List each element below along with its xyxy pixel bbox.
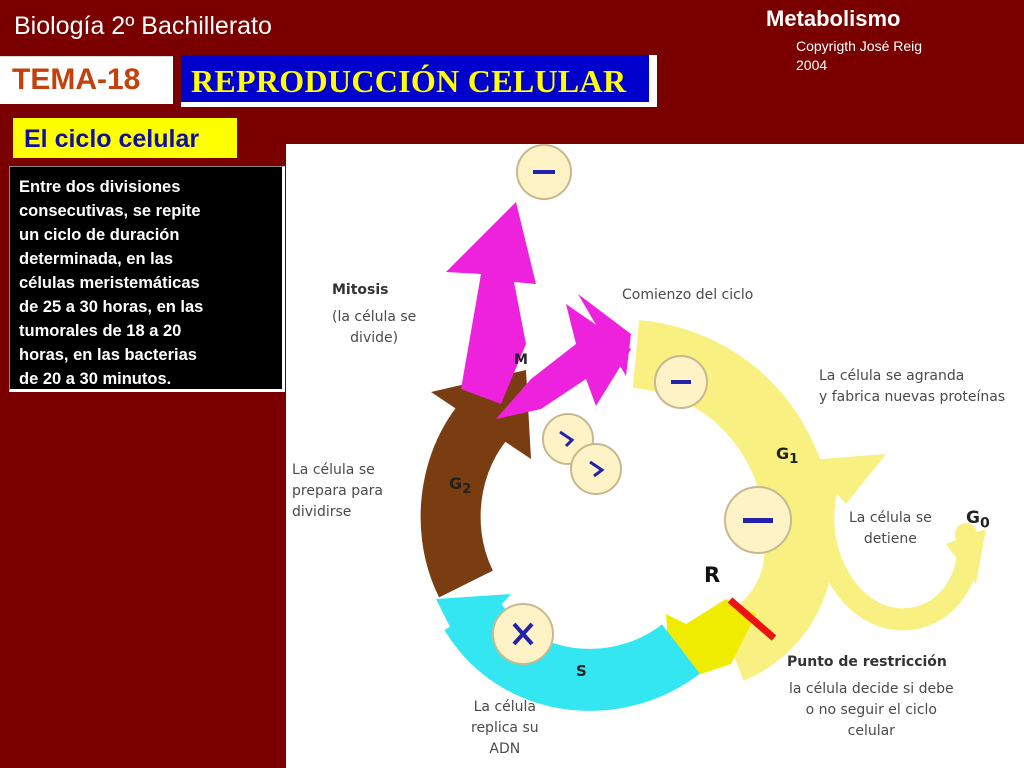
mitosis-arrow-up bbox=[446, 202, 536, 404]
phase-g0-subscript: 0 bbox=[979, 515, 990, 532]
cell-cycle-diagram: M G1 G2 S G0 R Mitosis (la célula se div… bbox=[286, 144, 1024, 768]
phase-g1-letter: G bbox=[776, 444, 790, 463]
mitosis-description: (la célula se divide) bbox=[332, 309, 417, 346]
cell-cycle-graphic bbox=[420, 144, 986, 711]
section-title-box: El ciclo celular bbox=[13, 118, 237, 158]
copyright-note: Copyrigth José Reig 2004 bbox=[796, 38, 923, 73]
phase-g2-letter: G bbox=[449, 474, 463, 493]
subject-title: Biología 2º Bachillerato bbox=[14, 12, 272, 40]
phase-g1: G1 bbox=[776, 444, 798, 467]
cell-prepares-label: La célula se prepara para dividirse bbox=[292, 462, 383, 520]
cell-g1-early bbox=[654, 355, 708, 409]
cell-g1-late bbox=[724, 486, 792, 554]
g2-arrowhead bbox=[431, 370, 531, 459]
section-title: El ciclo celular bbox=[24, 125, 200, 153]
mitosis-arrow-right bbox=[496, 304, 631, 419]
cycle-start-label: Comienzo del ciclo bbox=[622, 287, 754, 303]
s-arc bbox=[444, 596, 700, 711]
cell-dividing bbox=[542, 413, 622, 495]
slide-title-box: REPRODUCCIÓN CELULAR bbox=[181, 55, 657, 107]
tema-label: TEMA-18 bbox=[12, 63, 141, 96]
phase-s: S bbox=[576, 662, 587, 680]
slide-title: REPRODUCCIÓN CELULAR bbox=[191, 63, 627, 99]
cell-s-phase bbox=[492, 603, 554, 665]
cell-stops-label: La célula se detiene bbox=[849, 510, 932, 547]
g0-arrowhead-top bbox=[808, 454, 886, 504]
phase-g2-subscript: 2 bbox=[462, 482, 472, 498]
topic-title: Metabolismo bbox=[766, 6, 901, 31]
phase-m: M bbox=[514, 352, 528, 368]
phase-g1-subscript: 1 bbox=[789, 452, 799, 468]
phase-g2: G2 bbox=[449, 474, 471, 497]
cell-growth-label: La célula se agranda y fabrica nuevas pr… bbox=[819, 368, 1006, 405]
mitosis-title: Mitosis bbox=[332, 282, 389, 298]
cell-top bbox=[516, 144, 572, 200]
tema-badge: TEMA-18 bbox=[0, 56, 173, 104]
phase-g0: G0 bbox=[966, 508, 990, 531]
s-arrowhead bbox=[436, 594, 511, 649]
slide-title-background: REPRODUCCIÓN CELULAR bbox=[181, 55, 649, 102]
restriction-marker-label: R bbox=[704, 563, 721, 587]
phase-g0-letter: G bbox=[966, 508, 980, 528]
restriction-point-title: Punto de restricción bbox=[787, 654, 947, 670]
description-panel: Entre dos divisiones consecutivas, se re… bbox=[9, 166, 285, 392]
restriction-point-marker bbox=[727, 597, 777, 641]
dna-replication-label: La célula replica su ADN bbox=[471, 699, 539, 757]
restriction-point-description: la célula decide si debe o no seguir el … bbox=[789, 681, 954, 739]
g0-arrowhead-bottom bbox=[946, 529, 986, 584]
description-text: Entre dos divisiones consecutivas, se re… bbox=[19, 178, 204, 388]
